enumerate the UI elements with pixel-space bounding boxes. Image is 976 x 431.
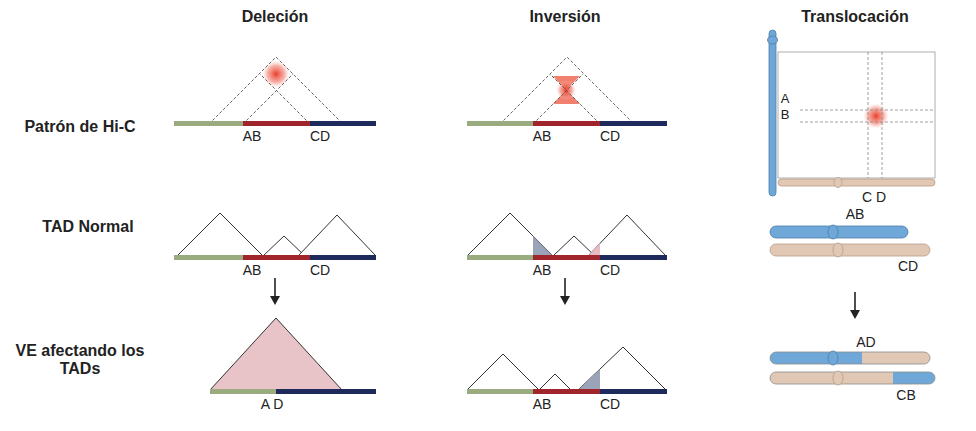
row-label: Patrón de Hi-C xyxy=(23,118,136,136)
chromosomes-normal xyxy=(770,225,930,257)
locus-label: AB xyxy=(532,262,553,278)
tad-normal-deletion xyxy=(174,213,376,260)
locus-label: CD xyxy=(599,262,621,278)
row-label: VE afectando los TADs xyxy=(4,342,156,379)
down-arrows xyxy=(270,278,860,319)
tad-deletion-result xyxy=(210,318,376,394)
locus-label: CB xyxy=(895,387,916,403)
row-label: TAD Normal xyxy=(41,218,134,236)
hic-matrix xyxy=(768,30,936,196)
locus-label: CD xyxy=(309,128,331,144)
hic-deletion xyxy=(174,57,376,126)
locus-label: B xyxy=(780,108,791,123)
tad-normal-inversion xyxy=(467,213,667,260)
locus-label: CD xyxy=(309,262,331,278)
column-header: Deleción xyxy=(241,8,310,26)
hic-inversion xyxy=(467,57,667,126)
tad-inversion-result xyxy=(467,347,667,394)
locus-label: AB xyxy=(845,206,866,222)
locus-label: AB xyxy=(532,396,553,412)
column-header: Translocación xyxy=(800,8,910,26)
locus-label: AB xyxy=(242,262,263,278)
locus-label: C D xyxy=(861,189,887,205)
locus-label: CD xyxy=(897,258,919,274)
column-header: Inversión xyxy=(528,8,601,26)
locus-label: AB xyxy=(242,128,263,144)
locus-label: CD xyxy=(599,396,621,412)
chromosomes-translocated xyxy=(770,351,935,385)
locus-label: AB xyxy=(532,128,553,144)
locus-label: A xyxy=(780,92,791,107)
locus-label: AD xyxy=(855,334,876,350)
locus-label: CD xyxy=(599,128,621,144)
locus-label: A D xyxy=(260,396,285,412)
